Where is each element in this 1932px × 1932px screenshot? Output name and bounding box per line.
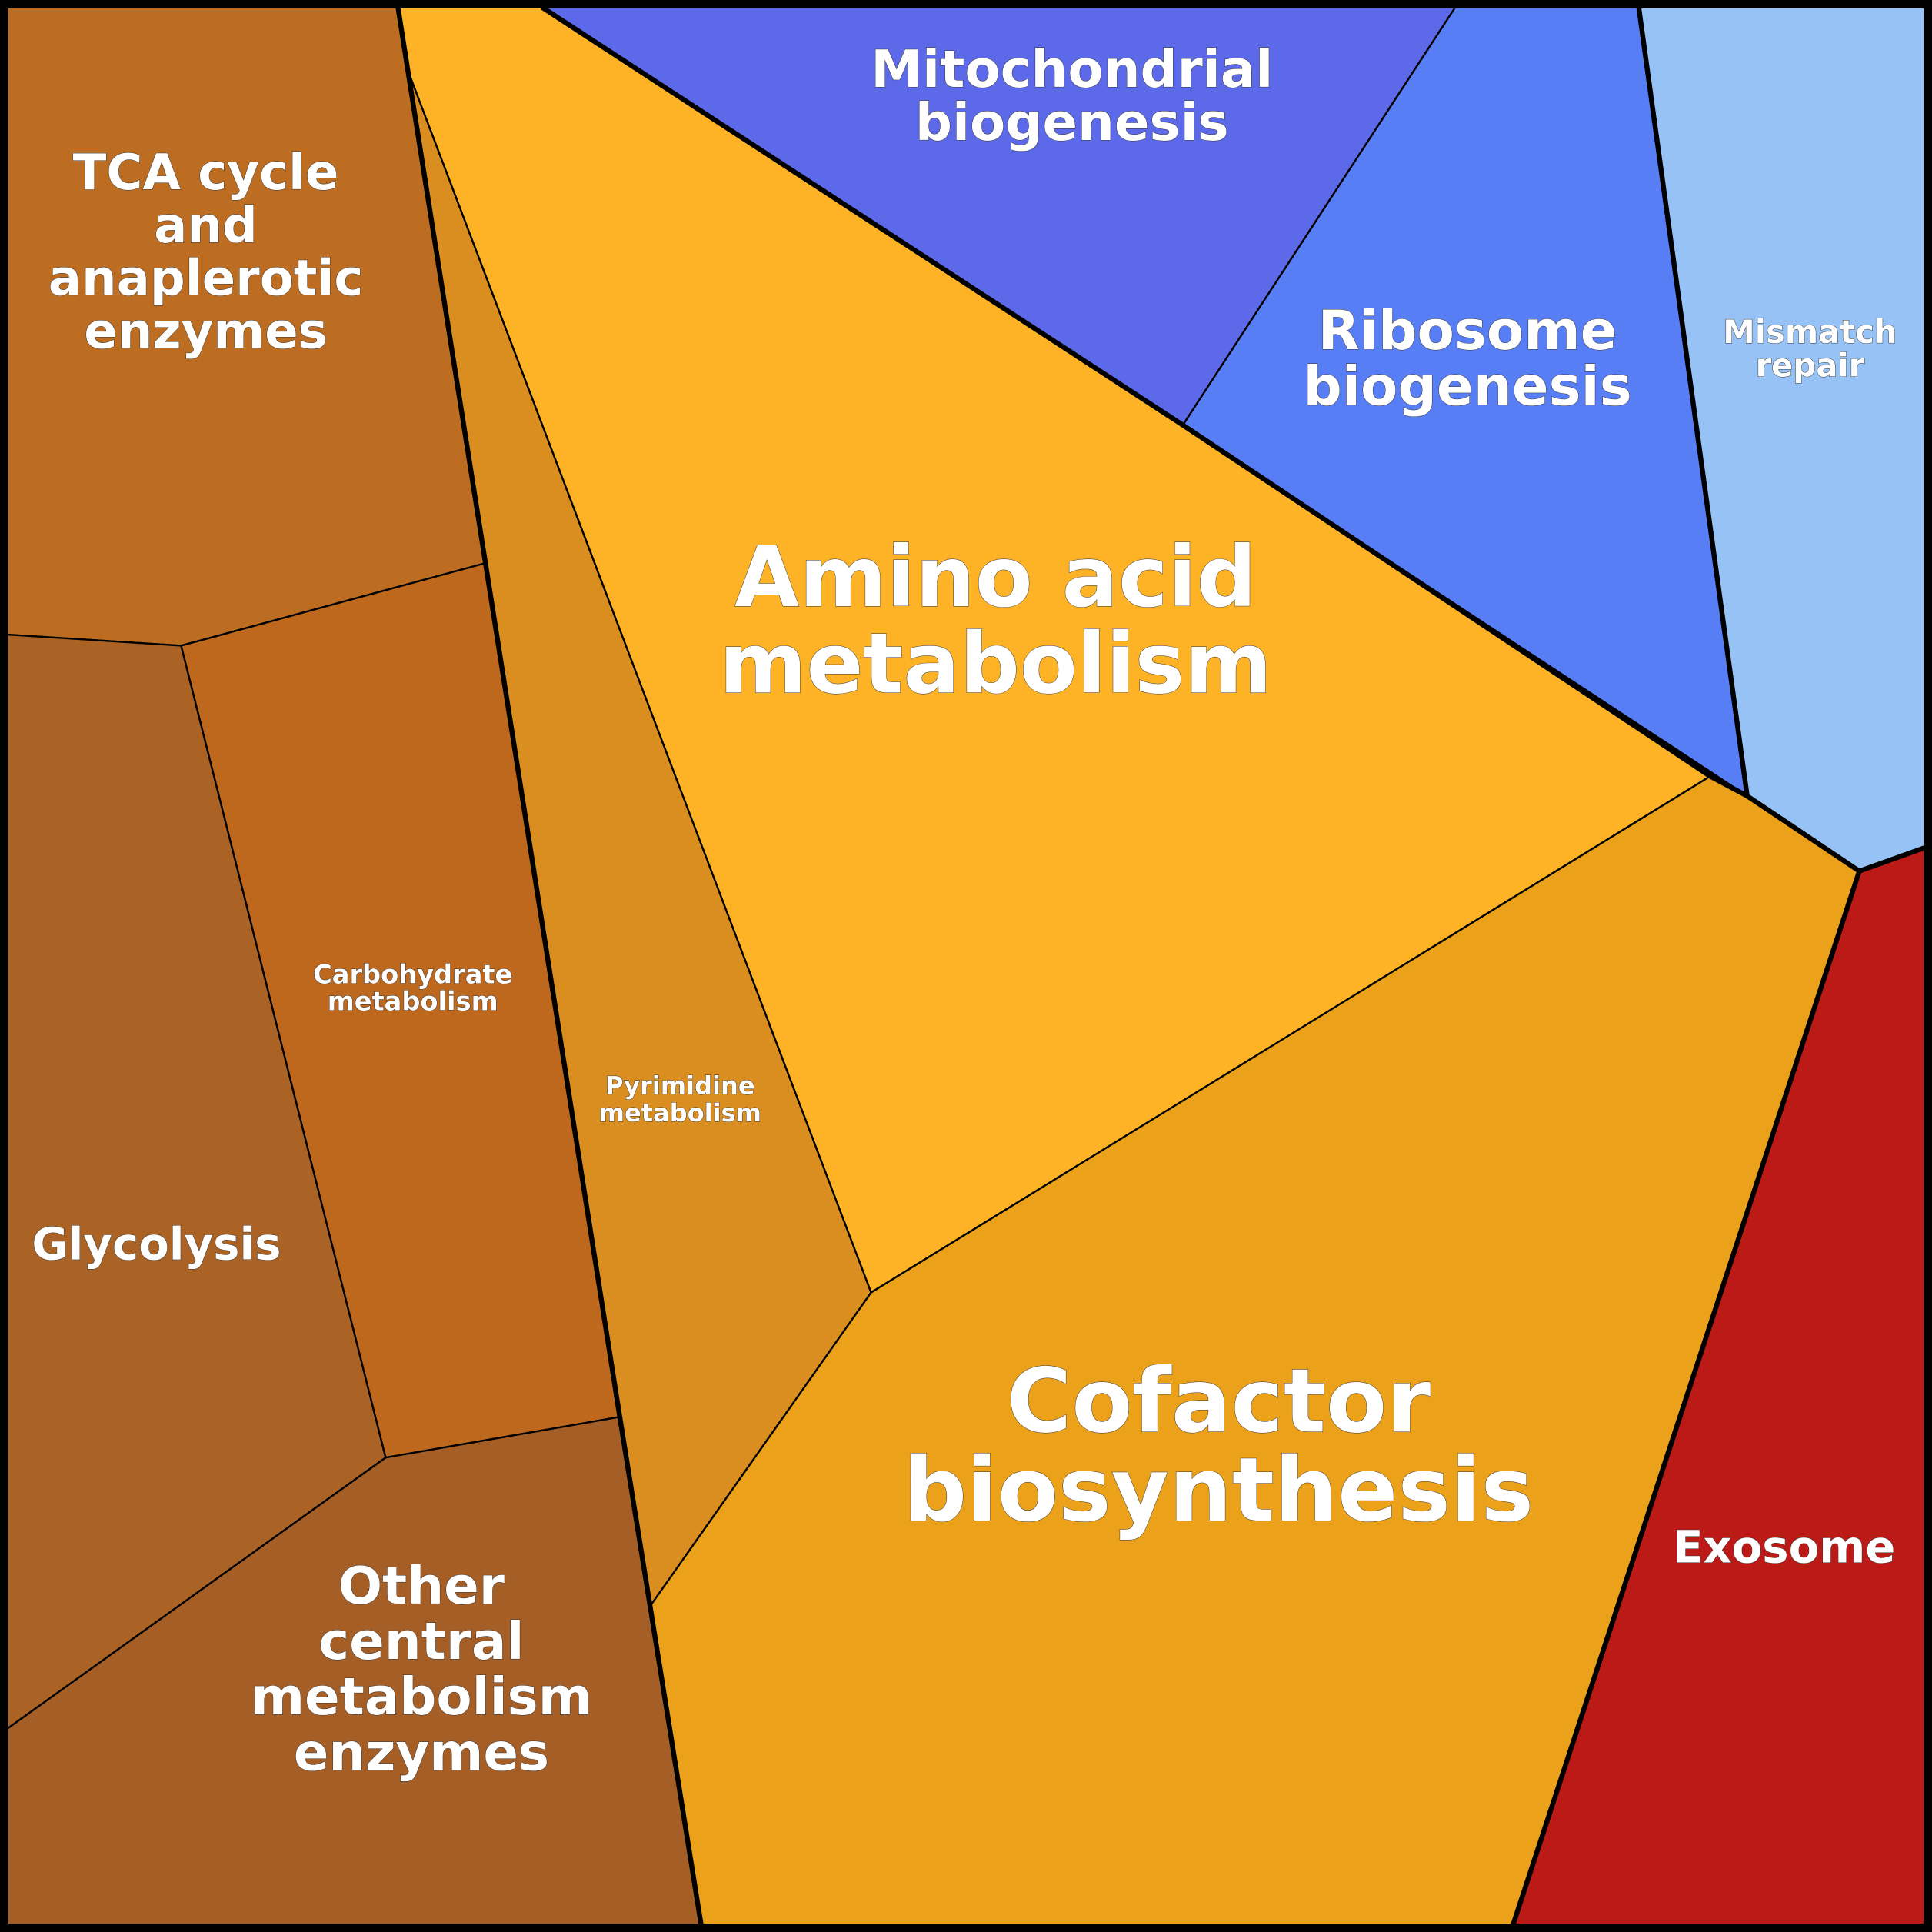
cell-label-line: biogenesis (915, 92, 1229, 152)
cell-label-line: biogenesis (1303, 355, 1631, 418)
group-border-mismatch (1636, 7, 1750, 797)
group-border-exosome (1511, 845, 1926, 1926)
cell-label-line: TCA cycle (73, 145, 339, 202)
cell-label-line: biosynthesis (904, 1439, 1534, 1542)
cell-label-line: enzymes (294, 1722, 549, 1782)
group-border-central (395, 7, 704, 1925)
cell-label-line: central (318, 1611, 524, 1671)
cell-label-line: Exosome (1673, 1521, 1895, 1573)
cell-label-line: Other (338, 1556, 505, 1616)
cell-label-line: metabolism (599, 1098, 761, 1128)
cell-label-line: and (154, 198, 258, 255)
cell-label-line: anaplerotic (48, 251, 364, 308)
cell-label-line: Amino acid (734, 528, 1257, 626)
cell-label-line: metabolism (719, 615, 1272, 712)
cell-label-line: metabolism (328, 987, 498, 1017)
cell-label-line: Mismatch (1723, 313, 1897, 351)
cell-label-line: Cofactor (1007, 1351, 1431, 1454)
group-border-biogenesis (541, 5, 1861, 874)
cell-label-line: Carbohydrate (313, 959, 512, 989)
cell-label-line: metabolism (251, 1667, 592, 1727)
cell-label-exosome: Exosome (1673, 1521, 1895, 1573)
cell-label-glycolysis: Glycolysis (32, 1217, 281, 1270)
cell-label-line: Mitochondrial (871, 39, 1273, 99)
cell-label-line: Ribosome (1318, 299, 1617, 362)
cell-label-line: Glycolysis (32, 1217, 281, 1270)
cell-label-line: repair (1756, 346, 1865, 384)
cell-label-line: Pyrimidine (605, 1071, 755, 1101)
cell-label-line: enzymes (84, 304, 328, 361)
